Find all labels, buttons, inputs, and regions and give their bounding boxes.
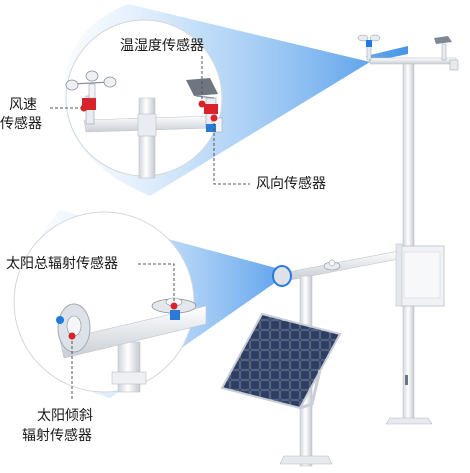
callout-solar-total bbox=[138, 263, 175, 306]
callout-dot-solar-tilt bbox=[68, 332, 76, 340]
label-solar-tilt-line1: 太阳倾斜 bbox=[37, 408, 93, 424]
main-base bbox=[385, 417, 433, 425]
arm-solar-sensors bbox=[272, 259, 341, 287]
main-pole bbox=[402, 57, 415, 421]
label-wind-speed-line1: 风速 bbox=[9, 97, 37, 113]
callout-dot-solar-total bbox=[170, 302, 178, 310]
label-temp-humidity-sensor: 温湿度传感器 bbox=[120, 38, 204, 54]
middle-arm bbox=[287, 249, 405, 281]
bottom-zoom-circle bbox=[13, 211, 195, 393]
solar-panel bbox=[220, 312, 342, 410]
callout-wind-direction bbox=[213, 118, 250, 185]
callout-dot-wind-direction bbox=[210, 114, 218, 122]
top-wind-speed-sensor-small bbox=[357, 34, 381, 61]
label-wind-speed-line2: 传感器 bbox=[0, 116, 42, 132]
callout-dot-wind-speed bbox=[80, 104, 88, 112]
bottom-zoom-assembly bbox=[56, 297, 207, 393]
label-wind-direction-sensor: 风向传感器 bbox=[256, 176, 326, 192]
label-solar-tilt-line2: 辐射传感器 bbox=[22, 428, 92, 444]
callout-dot-temp-humidity bbox=[198, 100, 206, 108]
label-solar-total-radiation-sensor: 太阳总辐射传感器 bbox=[6, 256, 118, 272]
control-box bbox=[395, 243, 445, 307]
top-wind-direction-sensor-small bbox=[434, 36, 452, 61]
